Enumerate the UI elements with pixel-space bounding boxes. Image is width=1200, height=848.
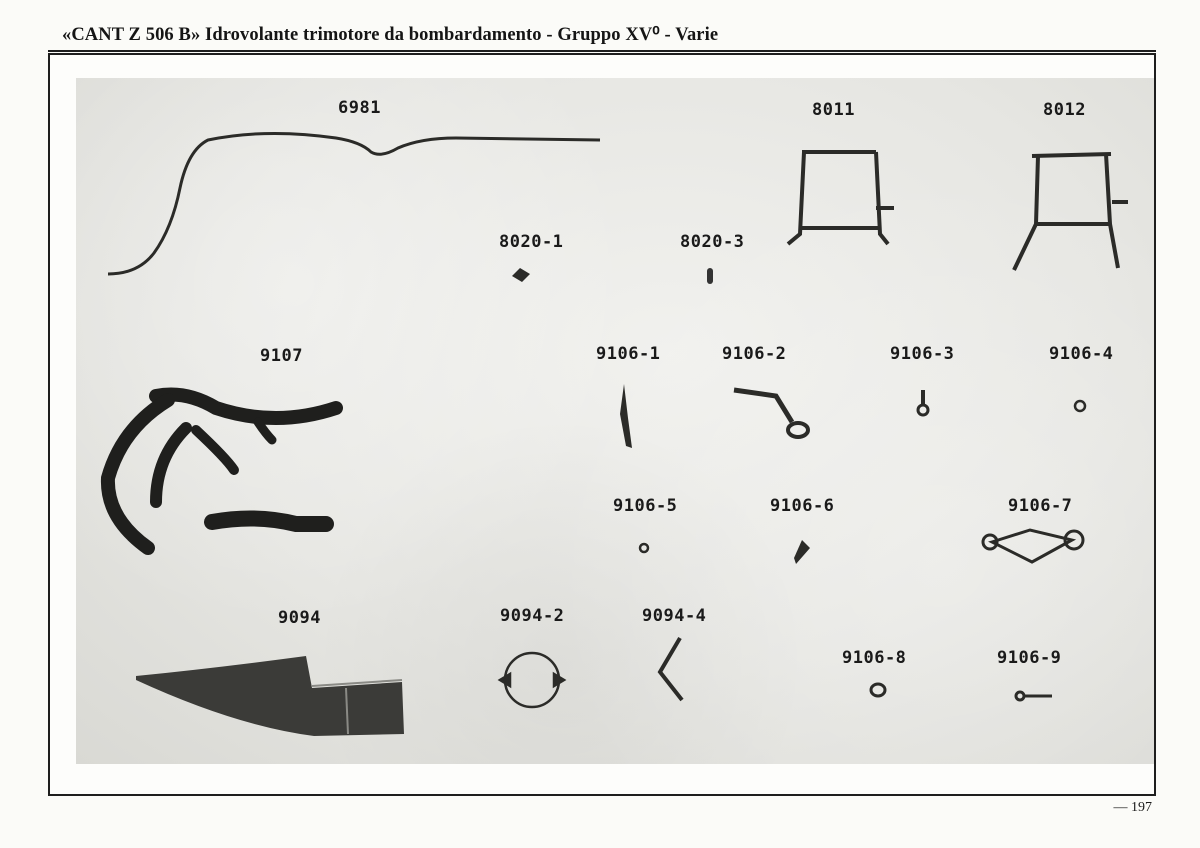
part-9106-6: [794, 540, 810, 564]
part-9106-9: [1014, 690, 1052, 702]
label-8020-3: 8020-3: [680, 232, 745, 252]
label-9094: 9094: [278, 608, 321, 628]
label-9094-4: 9094-4: [642, 606, 707, 626]
part-9106-3: [916, 390, 930, 417]
page-number: — 197: [1113, 800, 1153, 815]
label-8012: 8012: [1043, 100, 1086, 120]
label-9106-7: 9106-7: [1008, 496, 1073, 516]
part-9106-2: [733, 387, 810, 439]
parts-drawing: [100, 131, 1128, 736]
page-header-title: «CANT Z 506 B» Idrovolante trimotore da …: [62, 25, 719, 45]
label-9106-3: 9106-3: [890, 344, 955, 364]
label-9106-4: 9106-4: [1049, 344, 1114, 364]
label-9107: 9107: [260, 346, 303, 366]
label-9106-8: 9106-8: [842, 648, 907, 668]
label-9106-1: 9106-1: [596, 344, 661, 364]
part-8012-frame: [1012, 152, 1128, 271]
part-9094-4: [657, 636, 684, 702]
part-6981-pipe: [107, 131, 601, 276]
label-6981: 6981: [338, 98, 381, 118]
part-9106-1: [620, 384, 632, 448]
part-8020-3: [707, 268, 713, 284]
label-9094-2: 9094-2: [500, 606, 565, 626]
label-8020-1: 8020-1: [499, 232, 564, 252]
part-9106-7: [981, 528, 1085, 564]
label-8011: 8011: [812, 100, 855, 120]
part-9106-4: [1073, 399, 1087, 413]
label-9106-2: 9106-2: [722, 344, 787, 364]
part-8011-frame: [786, 150, 894, 246]
part-8020-1: [512, 268, 530, 282]
header-rule: [48, 50, 1156, 52]
label-9106-5: 9106-5: [613, 496, 678, 516]
label-9106-9: 9106-9: [997, 648, 1062, 668]
label-9106-6: 9106-6: [770, 496, 835, 516]
part-9107-manifold: [100, 387, 343, 555]
part-9106-5: [638, 542, 650, 554]
part-9106-8: [869, 682, 887, 698]
part-9094-2-ring: [497, 651, 567, 709]
parts-photograph: 6981 8011 8012 8020-1 8020-3 9107 9106-1…: [76, 78, 1154, 764]
part-9094-duct: [136, 656, 404, 736]
